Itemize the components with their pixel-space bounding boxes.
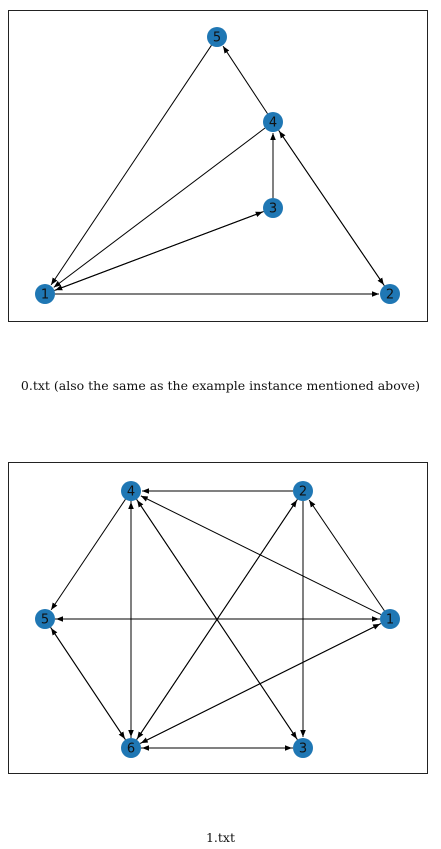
node-circle bbox=[263, 112, 283, 132]
node-3: 3 bbox=[293, 738, 313, 758]
node-label: 3 bbox=[269, 202, 277, 217]
edge-4-to-5 bbox=[222, 45, 268, 114]
node-circle bbox=[121, 481, 141, 501]
node-label: 6 bbox=[127, 742, 135, 757]
node-2: 2 bbox=[380, 284, 400, 304]
node-3: 3 bbox=[263, 198, 283, 218]
node-circle bbox=[380, 284, 400, 304]
node-4: 4 bbox=[121, 481, 141, 501]
graph-1-caption: 1.txt bbox=[205, 830, 236, 845]
node-circle bbox=[121, 738, 141, 758]
node-label: 4 bbox=[127, 485, 135, 500]
node-6: 6 bbox=[121, 738, 141, 758]
edge-4-to-1 bbox=[53, 127, 266, 288]
node-1: 1 bbox=[35, 284, 55, 304]
graph-1-canvas: 4 2 5 1 6 3 bbox=[35, 481, 400, 758]
graph-1-frame: 4 2 5 1 6 3 bbox=[8, 462, 428, 774]
node-5: 5 bbox=[207, 27, 227, 47]
edge-6-to-5 bbox=[50, 627, 126, 740]
node-label: 3 bbox=[299, 742, 307, 757]
edge-1-to-6 bbox=[140, 623, 382, 744]
node-label: 5 bbox=[41, 613, 49, 628]
edge-2-to-4 bbox=[278, 130, 385, 287]
edge-1-to-2 bbox=[308, 499, 385, 612]
node-circle bbox=[263, 198, 283, 218]
node-label: 2 bbox=[386, 288, 394, 303]
node-circle bbox=[207, 27, 227, 47]
node-circle bbox=[380, 609, 400, 629]
edge-3-to-1 bbox=[55, 211, 264, 291]
edge-6-to-2 bbox=[136, 499, 298, 740]
graph-0-caption: 0.txt (also the same as the example inst… bbox=[20, 378, 421, 393]
node-label: 4 bbox=[269, 116, 277, 131]
edge-5-to-1 bbox=[50, 45, 212, 286]
node-label: 5 bbox=[213, 31, 221, 46]
node-5: 5 bbox=[35, 609, 55, 629]
graph-0-frame: 5 4 3 1 2 bbox=[8, 10, 428, 322]
edge-4-to-5 bbox=[50, 499, 126, 611]
node-1: 1 bbox=[380, 609, 400, 629]
node-circle bbox=[35, 284, 55, 304]
node-label: 2 bbox=[299, 485, 307, 500]
node-circle bbox=[293, 738, 313, 758]
node-4: 4 bbox=[263, 112, 283, 132]
node-circle bbox=[35, 609, 55, 629]
edge-1-to-4 bbox=[140, 495, 382, 616]
node-2: 2 bbox=[293, 481, 313, 501]
node-label: 1 bbox=[41, 288, 49, 303]
node-circle bbox=[293, 481, 313, 501]
graph-0-canvas: 5 4 3 1 2 bbox=[35, 27, 400, 304]
node-label: 1 bbox=[386, 613, 394, 628]
